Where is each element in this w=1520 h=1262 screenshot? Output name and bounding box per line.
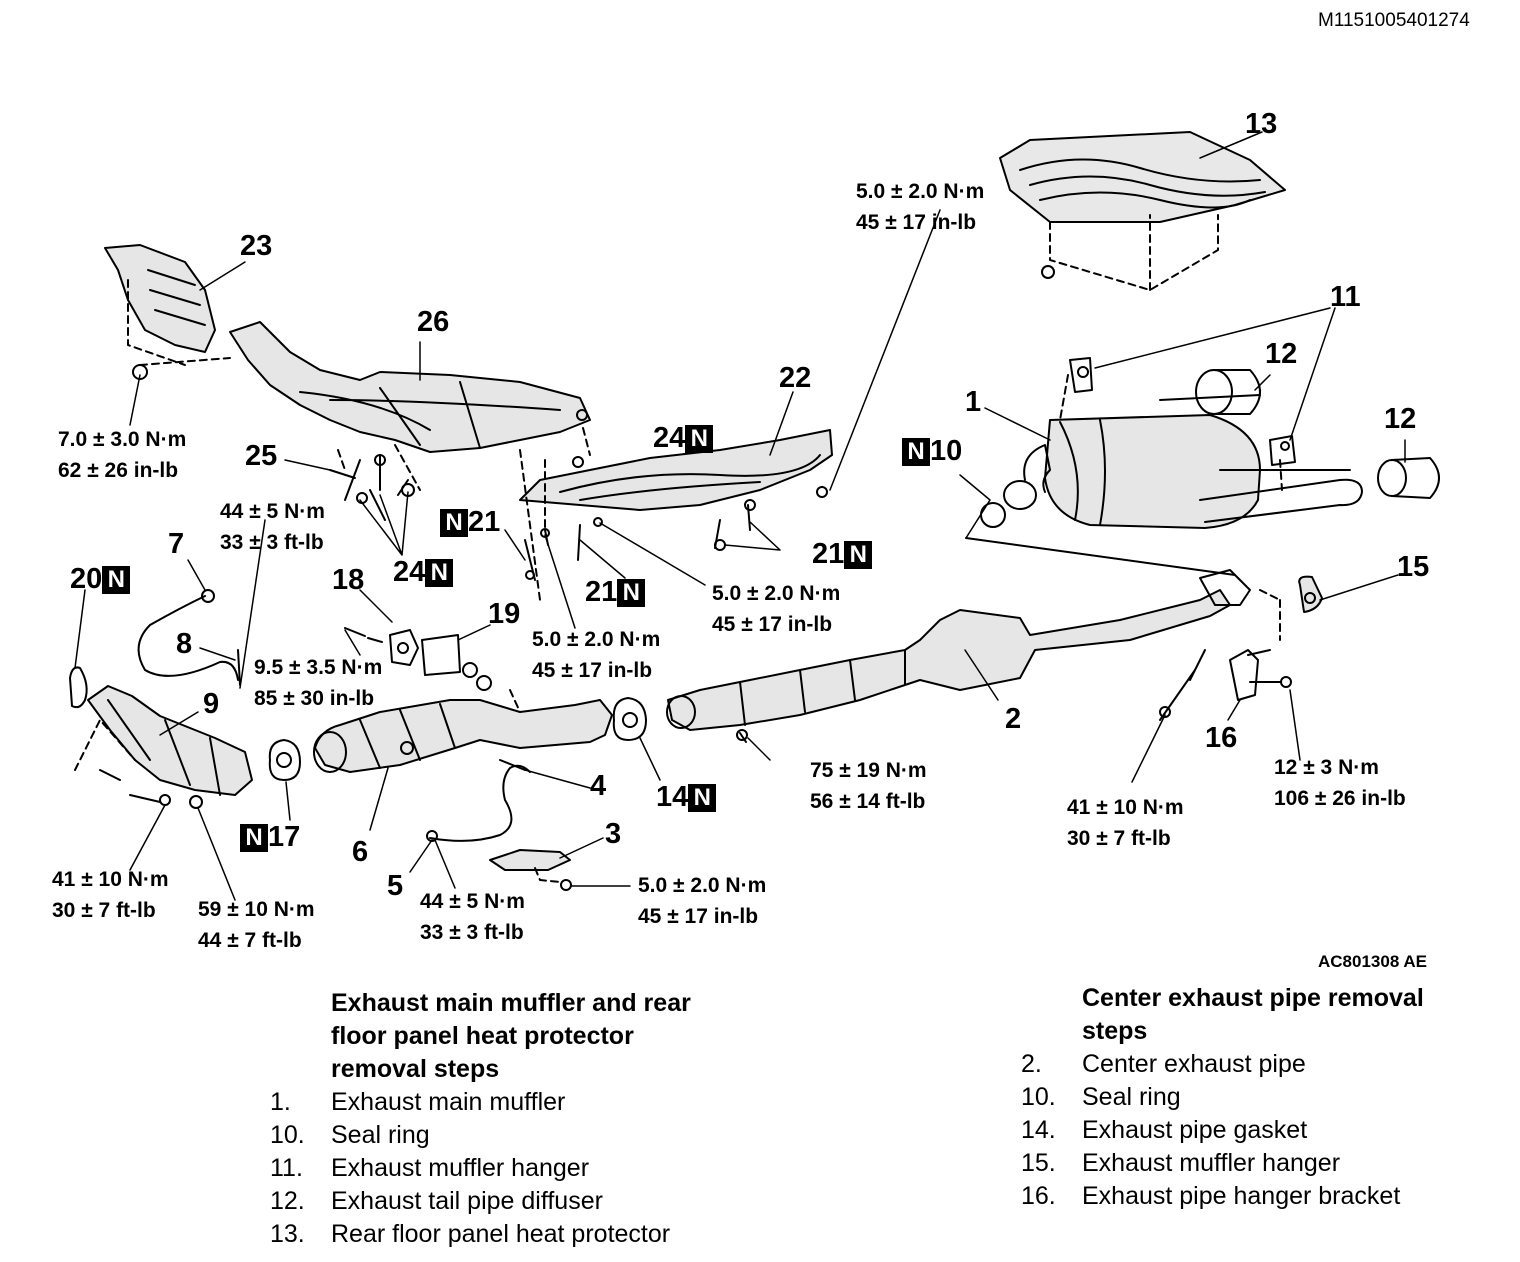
front-exhaust-pipe	[313, 689, 613, 773]
new-part-marker: N	[240, 824, 268, 852]
step-item: 14.Exhaust pipe gasket	[1021, 1116, 1308, 1144]
step-item: 13.Rear floor panel heat protector	[270, 1220, 671, 1248]
front-floor-heat-protector-26	[229, 321, 591, 491]
callout-18: 18	[332, 564, 365, 596]
new-part-marker: N	[688, 784, 717, 812]
step-item: 2.Center exhaust pipe	[1021, 1050, 1306, 1078]
bracket-and-bushings	[344, 627, 492, 691]
center-exhaust-pipe	[666, 537, 1251, 743]
step-item: 10.Seal ring	[1021, 1083, 1181, 1111]
procedure-heading: floor panel heat protector	[331, 1022, 634, 1050]
front-heat-protector-23	[104, 244, 231, 380]
callout-7: 7	[168, 528, 185, 560]
step-item: 11.Exhaust muffler hanger	[270, 1154, 590, 1182]
hanger-and-bracket	[1159, 575, 1323, 721]
procedure-heading: Exhaust main muffler and rear	[331, 989, 691, 1017]
callout-12a: 12	[1265, 338, 1298, 370]
lower-protector	[489, 849, 572, 891]
new-part-marker: N	[617, 579, 646, 607]
callout-16: 16	[1205, 722, 1238, 754]
step-item: 16.Exhaust pipe hanger bracket	[1021, 1182, 1401, 1210]
callout-11: 11	[1330, 281, 1361, 313]
oxygen-sensors	[137, 589, 531, 842]
procedure-heading: removal steps	[331, 1055, 500, 1083]
callout-2: 2	[1005, 703, 1022, 735]
procedure-heading: steps	[1082, 1017, 1148, 1045]
callout-5: 5	[387, 870, 404, 902]
exhaust-pipe-gasket	[612, 697, 647, 741]
callout-1: 1	[965, 386, 982, 418]
callout-23: 23	[240, 230, 273, 262]
new-part-marker: N	[425, 559, 454, 587]
callout-13: 13	[1245, 108, 1278, 140]
callout-8: 8	[176, 628, 193, 660]
callout-6: 6	[352, 836, 369, 868]
procedure-heading: Center exhaust pipe removal	[1082, 984, 1424, 1012]
callout-9: 9	[203, 688, 220, 720]
document-id: M1151005401274	[1318, 10, 1470, 31]
center-heat-protector-22	[519, 429, 833, 601]
step-item: 15.Exhaust muffler hanger	[1021, 1149, 1341, 1177]
new-part-marker: N	[902, 438, 930, 466]
callout-12b: 12	[1384, 403, 1417, 435]
center-pipe-removal-steps: Center exhaust pipe removal steps 2.Cent…	[1021, 982, 1424, 1213]
callout-26: 26	[417, 306, 450, 338]
muffler-hangers-and-diffusers	[1059, 357, 1440, 499]
new-part-marker: N	[440, 509, 468, 537]
figure-id: AC801308 AE	[1318, 952, 1427, 971]
step-item: 12.Exhaust tail pipe diffuser	[270, 1187, 603, 1215]
leader-lines	[74, 131, 1406, 901]
callout-3: 3	[605, 818, 622, 850]
callout-19: 19	[488, 598, 521, 630]
callout-4: 4	[590, 770, 607, 802]
callout-22: 22	[779, 362, 812, 394]
new-part-marker: N	[844, 541, 873, 569]
callout-25: 25	[245, 440, 278, 472]
callout-15: 15	[1397, 551, 1430, 583]
rear-floor-heat-protector	[999, 131, 1286, 291]
step-item: 1.Exhaust main muffler	[270, 1088, 566, 1116]
main-muffler	[980, 394, 1363, 529]
exhaust-manifold	[69, 666, 253, 809]
new-part-marker: N	[685, 425, 714, 453]
front-pipe-gasket	[268, 739, 301, 781]
step-item: 10.Seal ring	[270, 1121, 430, 1149]
new-part-marker: N	[102, 566, 131, 594]
muffler-removal-steps: Exhaust main muffler and rear floor pane…	[270, 987, 691, 1251]
